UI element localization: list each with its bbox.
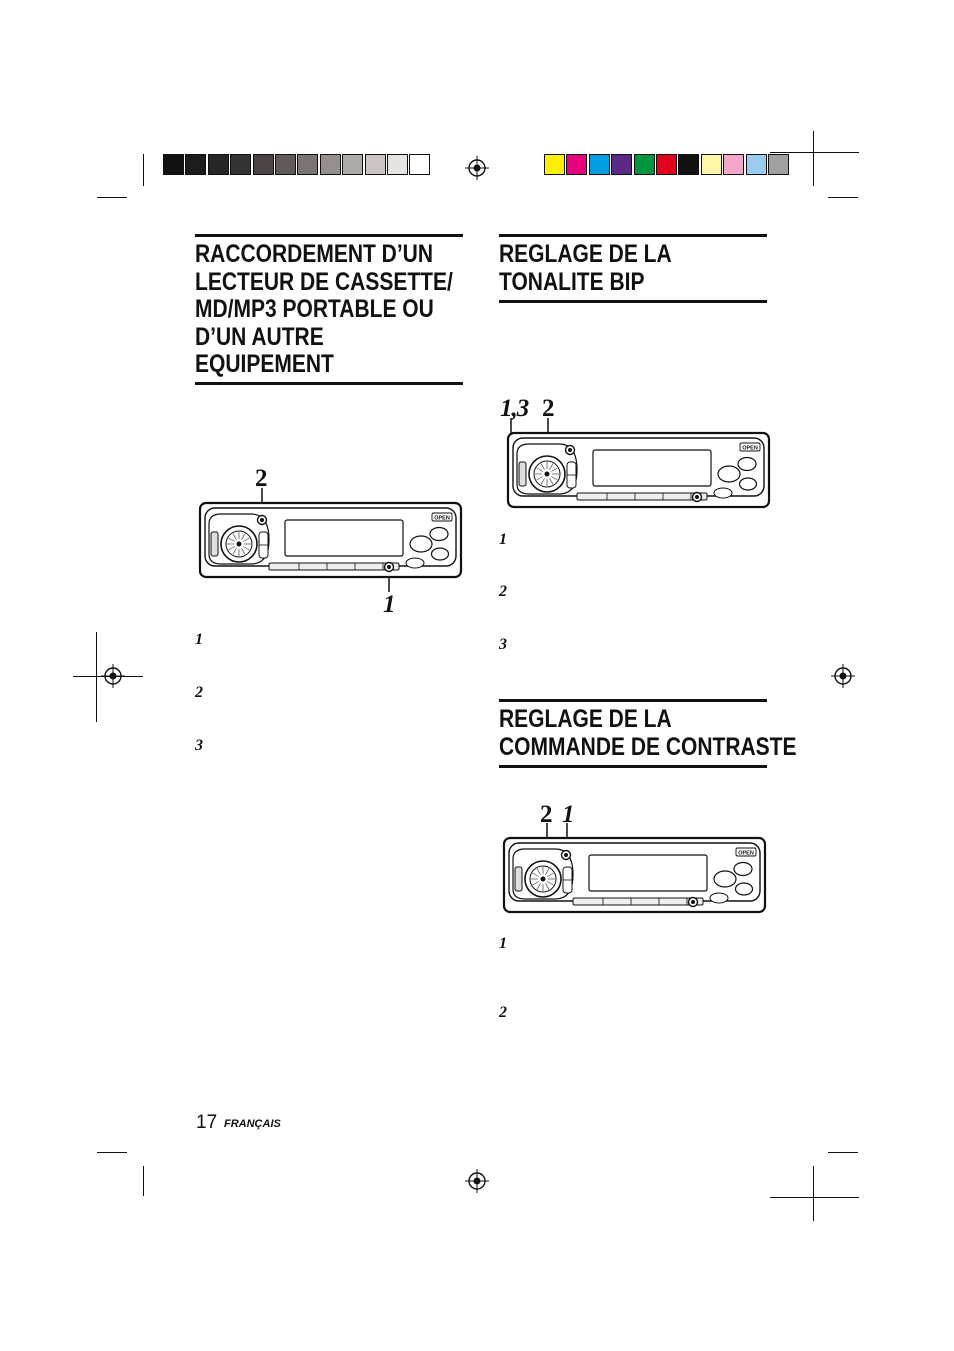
car-stereo-illustration: OPEN: [506, 418, 771, 509]
callout-label: 1: [562, 801, 575, 828]
step-number: 2: [499, 1004, 507, 1021]
step-number: 1: [195, 631, 203, 648]
callout-label: 2: [255, 465, 268, 492]
color-swatch: [342, 154, 364, 175]
section-top-rule: [499, 699, 767, 702]
car-stereo-illustration: OPEN: [198, 488, 463, 592]
step-number: 2: [195, 684, 203, 701]
callout-label: 2: [540, 801, 553, 828]
step-number: 2: [499, 583, 507, 600]
color-swatch: [230, 154, 252, 175]
color-swatch: [566, 154, 588, 175]
registration-target-icon: [101, 664, 125, 688]
color-swatch: [275, 154, 296, 175]
title-line: REGLAGE DE LA: [499, 240, 672, 268]
section-bottom-rule: [499, 300, 767, 303]
open-badge-text: OPEN: [742, 446, 758, 452]
color-swatch: [745, 154, 767, 175]
section-top-rule: [499, 234, 767, 237]
color-swatch: [163, 154, 184, 175]
title-line: D’UN AUTRE: [195, 322, 324, 351]
step-number: 3: [499, 636, 507, 653]
section-title-beep: REGLAGE DE LA TONALITE BIP: [499, 240, 767, 297]
color-swatch: [768, 154, 789, 175]
callout-label: 1,3: [500, 395, 529, 422]
color-swatch: [297, 154, 319, 175]
open-badge-text: OPEN: [738, 851, 754, 857]
color-swatch: [207, 154, 229, 175]
section-title-contrast: REGLAGE DE LA COMMANDE DE CONTRASTE: [499, 705, 797, 762]
title-line: TONALITE BIP: [499, 267, 645, 296]
color-swatch: [387, 154, 408, 175]
step-number: 3: [195, 737, 203, 754]
registration-target-icon: [465, 156, 489, 180]
page-number: 17: [196, 1112, 218, 1133]
car-stereo-illustration: OPEN: [502, 823, 767, 914]
callout-label: 2: [542, 395, 555, 422]
color-swatch: [364, 154, 386, 175]
color-swatch: [633, 154, 655, 175]
color-swatch: [723, 154, 745, 175]
title-line: RACCORDEMENT D’UN: [195, 240, 433, 268]
title-line: MD/MP3 PORTABLE OU: [195, 295, 434, 323]
color-swatch: [409, 154, 431, 175]
callout-label: 1: [383, 591, 396, 618]
footer-language: FRANÇAIS: [224, 1118, 281, 1130]
section-title-connect: RACCORDEMENT D’UN LECTEUR DE CASSETTE/ M…: [195, 240, 463, 381]
step-number: 1: [499, 935, 507, 952]
color-swatch: [185, 154, 207, 175]
color-swatch: [611, 154, 633, 175]
color-swatch: [678, 154, 700, 175]
section-bottom-rule: [499, 765, 767, 768]
color-swatch: [252, 154, 274, 175]
color-swatch: [700, 154, 722, 175]
section-bottom-rule: [195, 382, 463, 385]
title-line: COMMANDE DE CONTRASTE: [499, 732, 797, 761]
color-swatch: [656, 154, 677, 175]
title-line: EQUIPEMENT: [195, 350, 334, 378]
color-swatch: [544, 154, 565, 175]
title-line: REGLAGE DE LA: [499, 705, 672, 733]
registration-target-icon: [465, 1169, 489, 1193]
color-swatch: [588, 154, 610, 175]
registration-target-icon: [831, 664, 855, 688]
open-badge-text: OPEN: [434, 516, 450, 522]
section-top-rule: [195, 234, 463, 237]
step-number: 1: [499, 531, 507, 548]
title-line: LECTEUR DE CASSETTE/: [195, 267, 453, 296]
color-swatch: [319, 154, 341, 175]
